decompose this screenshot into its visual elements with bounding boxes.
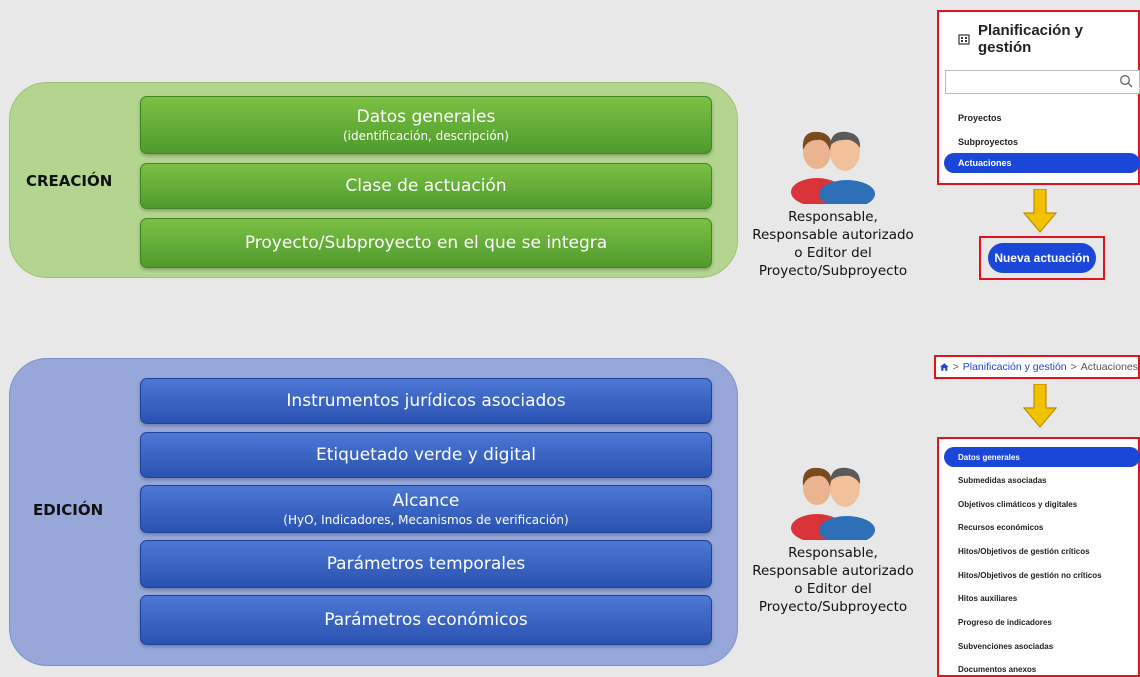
bar-etiquetado: Etiquetado verde y digital xyxy=(140,432,712,478)
detail-item-documentos-anexos[interactable]: Documentos anexos xyxy=(958,665,1037,674)
bar-title: Parámetros económicos xyxy=(324,610,528,630)
new-actuacion-button[interactable]: Nueva actuación xyxy=(988,243,1096,273)
bar-title: Parámetros temporales xyxy=(326,554,526,574)
bar-parametros-economicos: Parámetros económicos xyxy=(140,595,712,645)
nav-menu-title-text: Planificación y gestión xyxy=(977,22,1084,56)
role-line: Proyecto/Subproyecto xyxy=(758,599,908,615)
role-line: o Editor del xyxy=(794,581,872,597)
search-input[interactable] xyxy=(945,70,1140,94)
bar-title: Clase de actuación xyxy=(345,176,507,196)
bar-title: Etiquetado verde y digital xyxy=(316,445,536,465)
detail-item-hitos-no-criticos[interactable]: Hitos/Objetivos de gestión no críticos xyxy=(958,571,1102,580)
breadcrumb-separator: > xyxy=(1070,361,1077,373)
detail-item-hitos-auxiliares[interactable]: Hitos auxiliares xyxy=(958,594,1018,603)
arrow-down-icon xyxy=(1023,189,1057,233)
new-button-highlight xyxy=(979,236,1105,280)
breadcrumb-separator: > xyxy=(952,361,959,373)
role-line: o Editor del xyxy=(794,245,872,261)
detail-item-objetivos-climaticos[interactable]: Objetivos climáticos y digitales xyxy=(958,500,1078,509)
detail-item-progreso-indicadores[interactable]: Progreso de indicadores xyxy=(958,618,1052,627)
detail-item-recursos-economicos[interactable]: Recursos económicos xyxy=(958,523,1044,532)
bar-title: Instrumentos jurídicos asociados xyxy=(286,391,566,411)
detail-menu-panel xyxy=(937,437,1140,677)
detail-item-label: Datos generales xyxy=(958,452,1020,462)
arrow-down-icon xyxy=(1023,384,1057,428)
breadcrumb-current: Actuaciones xyxy=(1080,361,1138,373)
bar-title: Alcance xyxy=(392,491,460,511)
bar-parametros-temporales: Parámetros temporales xyxy=(140,540,712,588)
detail-item-datos-generales[interactable]: Datos generales xyxy=(944,447,1140,467)
nav-item-subproyectos[interactable]: Subproyectos xyxy=(958,137,1019,147)
breadcrumb: > Planificación y gestión > Actuaciones xyxy=(934,355,1140,379)
detail-item-submedidas[interactable]: Submedidas asociadas xyxy=(958,476,1047,485)
nav-item-actuaciones[interactable]: Actuaciones xyxy=(944,153,1140,173)
nav-item-proyectos[interactable]: Proyectos xyxy=(958,113,1002,123)
building-icon xyxy=(958,34,970,45)
creacion-roles: Responsable, Responsable autorizado o Ed… xyxy=(738,208,928,280)
detail-item-subvenciones[interactable]: Subvenciones asociadas xyxy=(958,642,1054,651)
bar-datos-generales: Datos generales (identificación, descrip… xyxy=(140,96,712,154)
role-line: Proyecto/Subproyecto xyxy=(758,263,908,279)
bar-clase-actuacion: Clase de actuación xyxy=(140,163,712,209)
bar-subtitle: (HyO, Indicadores, Mecanismos de verific… xyxy=(283,513,569,527)
detail-item-hitos-criticos[interactable]: Hitos/Objetivos de gestión críticos xyxy=(958,547,1090,556)
nav-menu-title: Planificación y gestión xyxy=(958,22,1140,56)
edicion-label: EDICIÓN xyxy=(33,501,104,519)
bar-alcance: Alcance (HyO, Indicadores, Mecanismos de… xyxy=(140,485,712,533)
edicion-roles: Responsable, Responsable autorizado o Ed… xyxy=(738,544,928,616)
bar-subtitle: (identificación, descripción) xyxy=(343,129,509,143)
home-icon[interactable] xyxy=(940,361,949,373)
role-line: Responsable autorizado xyxy=(752,563,914,579)
bar-instrumentos-juridicos: Instrumentos jurídicos asociados xyxy=(140,378,712,424)
role-line: Responsable, xyxy=(788,209,878,225)
creacion-label: CREACIÓN xyxy=(26,172,113,190)
bar-title: Proyecto/Subproyecto en el que se integr… xyxy=(244,233,608,253)
role-line: Responsable, xyxy=(788,545,878,561)
bar-proyecto-subproyecto: Proyecto/Subproyecto en el que se integr… xyxy=(140,218,712,268)
users-icon xyxy=(791,467,875,540)
bar-title: Datos generales xyxy=(356,107,496,127)
search-icon[interactable] xyxy=(1119,74,1133,88)
nav-item-label: Actuaciones xyxy=(958,158,1012,168)
users-icon xyxy=(791,131,875,204)
breadcrumb-link[interactable]: Planificación y gestión xyxy=(962,361,1067,373)
role-line: Responsable autorizado xyxy=(752,227,914,243)
